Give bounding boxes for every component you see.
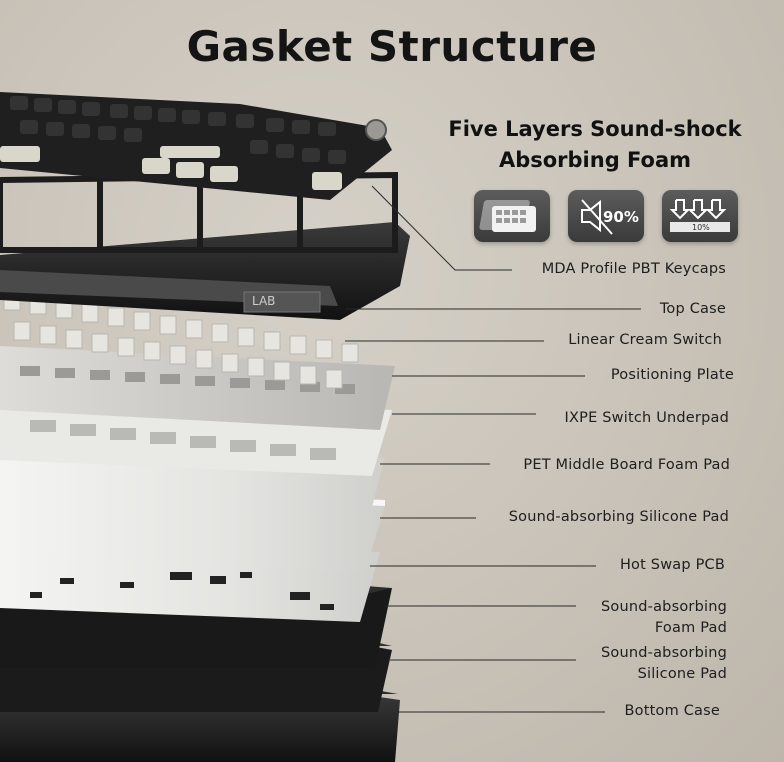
label-foam-pad-line1: Sound-absorbing: [601, 599, 727, 615]
label-ixpe-underpad: IXPE Switch Underpad: [564, 410, 729, 426]
label-foam-pad-line2: Foam Pad: [654, 620, 727, 636]
label-hot-swap-pcb: Hot Swap PCB: [619, 557, 725, 573]
positioning-plate-layer: [0, 346, 395, 430]
sound-reduction-value: 90%: [603, 208, 639, 226]
label-bottom-case: Bottom Case: [624, 703, 720, 719]
foam-layers-icon: [474, 190, 550, 242]
label-foam-pad: Sound-absorbing Foam Pad: [601, 597, 727, 639]
label-pet-foam-pad: PET Middle Board Foam Pad: [523, 457, 730, 473]
label-silicone-pad-bottom: Sound-absorbing Silicone Pad: [601, 643, 727, 685]
label-keycaps: MDA Profile PBT Keycaps: [541, 261, 726, 277]
leader-lines: [345, 185, 641, 713]
label-linear-switch: Linear Cream Switch: [568, 332, 722, 348]
label-top-case: Top Case: [659, 301, 726, 317]
down-arrows-icon: 10%: [662, 190, 738, 242]
reduction-percent: 10%: [692, 223, 710, 232]
subtitle-line-1: Five Layers Sound-shock: [448, 117, 742, 141]
page-title: Gasket Structure: [186, 22, 598, 71]
subtitle: Five Layers Sound-shock Absorbing Foam: [418, 114, 772, 176]
sound-reduction-icon: 90%: [568, 190, 644, 242]
switches-layer: [3, 291, 359, 389]
subtitle-line-2: Absorbing Foam: [498, 148, 692, 172]
label-silicone-pad-bottom-line1: Sound-absorbing: [601, 645, 727, 661]
keycaps-layer: [0, 92, 392, 200]
label-positioning-plate: Positioning Plate: [610, 367, 734, 383]
label-silicone-pad-white: Sound-absorbing Silicone Pad: [508, 509, 729, 525]
case-brand-text: LAB: [252, 294, 276, 308]
label-silicone-pad-bottom-line2: Silicone Pad: [637, 666, 727, 682]
